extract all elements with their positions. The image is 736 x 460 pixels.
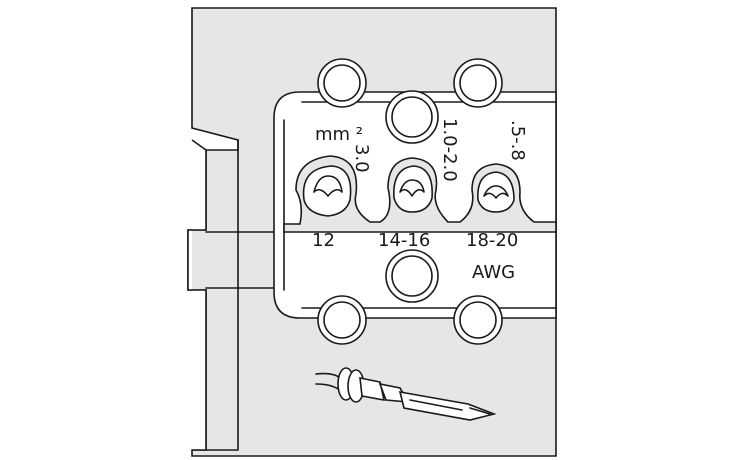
hole-top-left-inner xyxy=(323,64,361,102)
hole-center-bottom xyxy=(385,249,439,303)
size-b-awg-label: 14-16 xyxy=(378,230,430,251)
hole-center-bottom-inner xyxy=(391,255,433,297)
size-c-mm2-label: .5-.8 xyxy=(507,120,528,161)
size-b-mm2-label: 1.0-2.0 xyxy=(439,118,460,182)
locating-bar xyxy=(187,139,207,451)
hole-top-right xyxy=(453,58,503,108)
locating-bar-edge xyxy=(205,139,239,451)
size-a-awg-label: 12 xyxy=(312,230,335,251)
crimp-contact-illustration xyxy=(315,367,497,421)
hole-center-top-inner xyxy=(391,96,433,138)
crimp-cavity-large xyxy=(302,165,352,217)
hole-center-top xyxy=(385,90,439,144)
hole-top-left xyxy=(317,58,367,108)
unit-mm2-label: mm ² xyxy=(315,124,363,145)
unit-awg-label: AWG xyxy=(472,262,515,283)
crimp-cavity-small xyxy=(477,171,515,213)
size-a-mm2-label: 3.0 xyxy=(351,144,372,173)
hole-bottom-left-inner xyxy=(323,301,361,339)
crimp-cavity-medium xyxy=(393,165,433,213)
hole-bottom-right xyxy=(453,295,503,345)
hole-bottom-left xyxy=(317,295,367,345)
hole-top-right-inner xyxy=(459,64,497,102)
locating-bar-notch xyxy=(205,231,275,289)
size-c-awg-label: 18-20 xyxy=(466,230,518,251)
hole-bottom-right-inner xyxy=(459,301,497,339)
